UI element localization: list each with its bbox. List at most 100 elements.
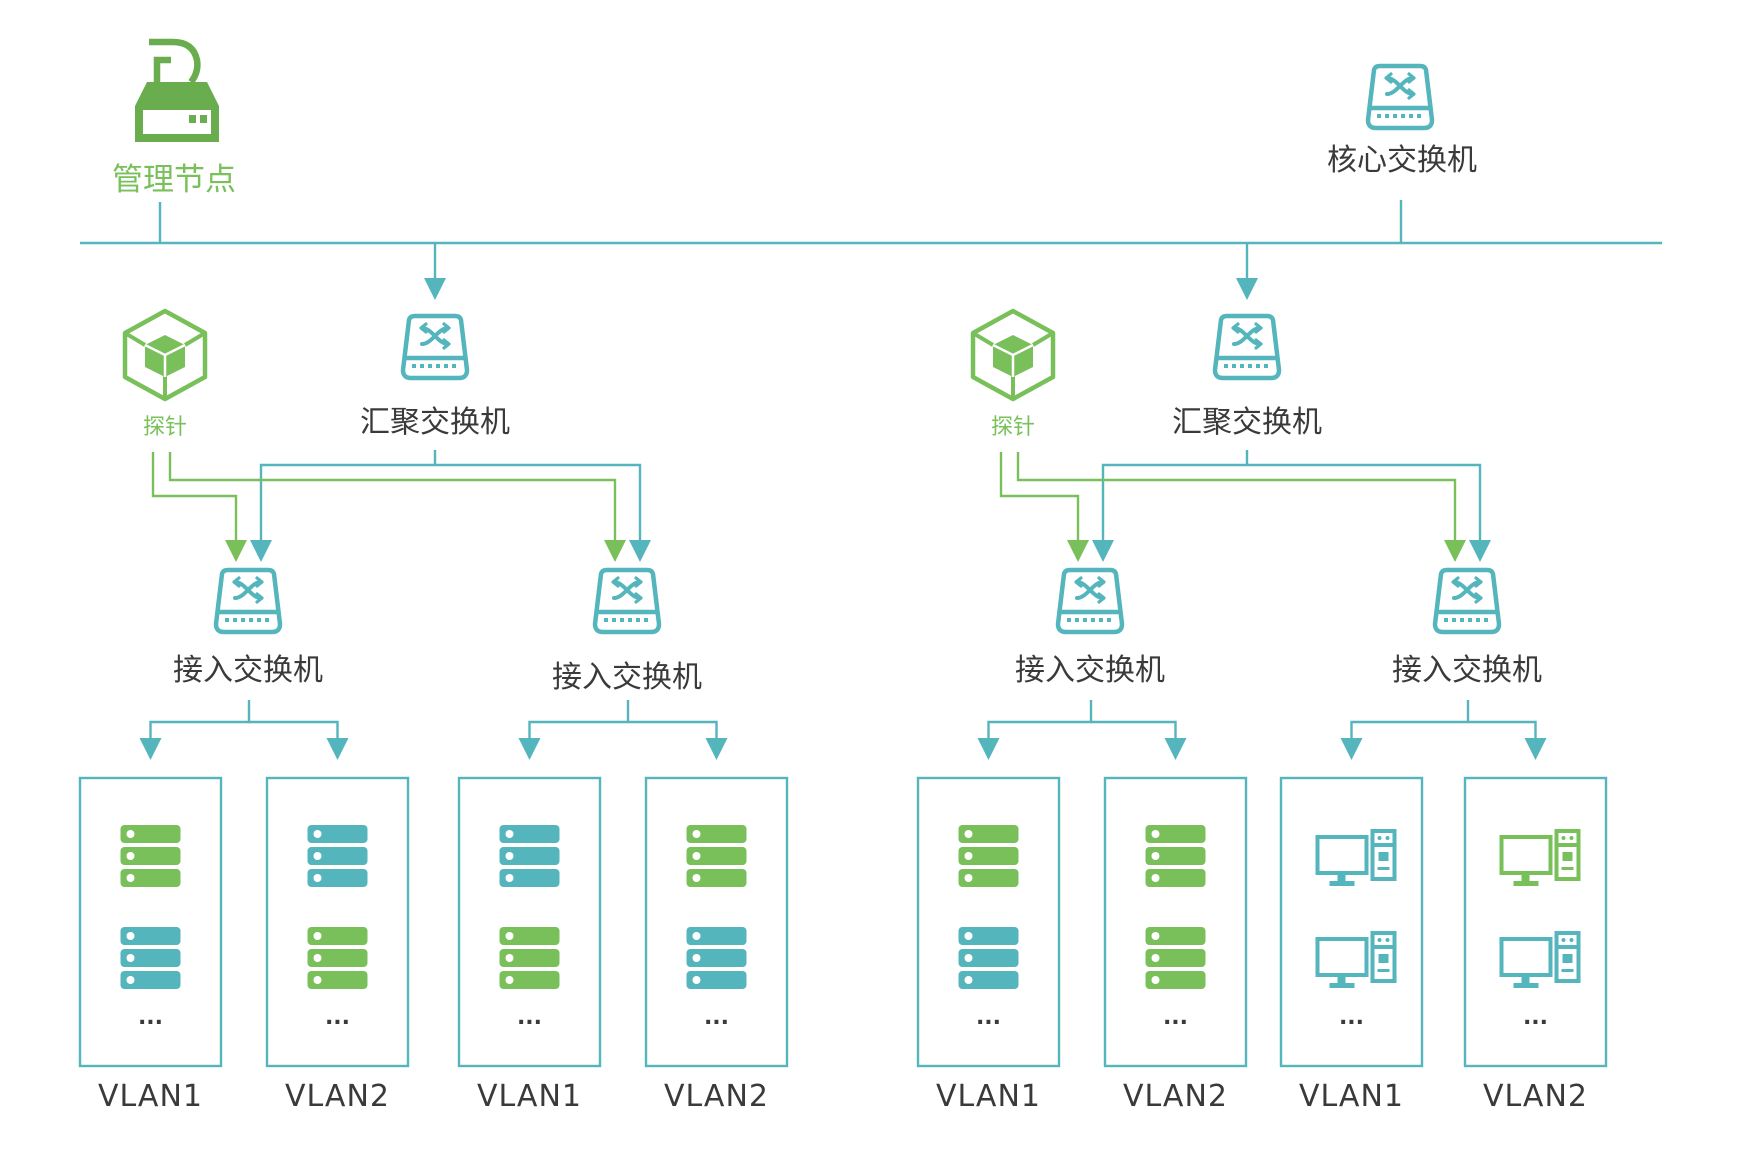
core-switch-icon[interactable] [1368, 66, 1432, 128]
nodes: 管理节点核心交换机汇聚交换机探针接入交换机...VLAN1...VLAN2接入交… [78, 42, 1608, 1114]
vlan-label: VLAN1 [1299, 1079, 1404, 1114]
server-unit [120, 949, 181, 967]
access-switch-icon[interactable] [1058, 570, 1122, 632]
arrow-down-icon [1092, 540, 1114, 562]
server-icon[interactable] [686, 927, 747, 989]
server-led [964, 874, 973, 882]
tower-led [1569, 836, 1574, 840]
server-icon[interactable] [307, 927, 368, 989]
arrow-down-icon [326, 738, 349, 760]
desktop-pc-icon[interactable] [1315, 931, 1397, 988]
vlan-label: VLAN2 [1483, 1079, 1588, 1114]
probe-cube-icon[interactable] [973, 311, 1053, 399]
vlan-box[interactable]: ... [916, 776, 1061, 1068]
management-node-label: 管理节点 [112, 162, 236, 198]
tower-frame [1554, 931, 1581, 983]
vlan-box[interactable]: ... [1279, 776, 1424, 1068]
more-devices-ellipsis: ... [1339, 1005, 1364, 1030]
server-led [1151, 830, 1160, 838]
server-unit [499, 949, 560, 967]
vlan-box[interactable]: ... [457, 776, 602, 1068]
server-icon[interactable] [499, 825, 560, 887]
vlan-box[interactable]: ... [644, 776, 789, 1068]
server-unit [499, 971, 560, 989]
server-icon[interactable] [1145, 825, 1206, 887]
server-led [505, 852, 514, 860]
server-led [313, 830, 322, 838]
server-icon[interactable] [307, 825, 368, 887]
server-led [692, 932, 701, 940]
server-led [313, 932, 322, 940]
vlan-box[interactable]: ... [1103, 776, 1248, 1068]
server-led [505, 830, 514, 838]
tower-led [1377, 836, 1382, 840]
server-led [692, 954, 701, 962]
arrow-down-icon [1164, 738, 1187, 760]
server-led [964, 932, 973, 940]
server-unit [1145, 825, 1206, 843]
tower-slot [1561, 867, 1574, 870]
arrow-down-icon [424, 278, 446, 300]
aggregation-switch-icon[interactable] [403, 316, 467, 378]
arrow-down-icon [977, 738, 1000, 760]
access-switch-label: 接入交换机 [1392, 653, 1542, 688]
access-switch-icon[interactable] [1435, 570, 1499, 632]
server-icon[interactable] [120, 825, 181, 887]
server-led [1151, 976, 1160, 984]
monitor-base [1513, 881, 1539, 886]
vlan-box[interactable]: ... [265, 776, 410, 1068]
arrow-down-icon [1067, 540, 1089, 562]
arrow-down-icon [225, 540, 247, 562]
server-led [126, 830, 135, 838]
server-led [126, 954, 135, 962]
tower-drive [1378, 954, 1389, 963]
vlan-label: VLAN1 [98, 1079, 203, 1114]
desktop-pc-icon[interactable] [1499, 829, 1581, 886]
server-led [505, 932, 514, 940]
server-unit [307, 927, 368, 945]
server-icon[interactable] [499, 927, 560, 989]
tower-led [1561, 836, 1566, 840]
probe-mirror-link [168, 452, 617, 540]
access-switch-label: 接入交换机 [1015, 653, 1165, 688]
server-led [964, 852, 973, 860]
tower-led [1385, 938, 1390, 942]
desktop-pc-icon[interactable] [1315, 829, 1397, 886]
tower-led [1377, 938, 1382, 942]
tower-drive [1562, 954, 1573, 963]
more-devices-ellipsis: ... [138, 1005, 163, 1030]
monitor-base [1329, 881, 1355, 886]
arrow-down-icon [604, 540, 626, 562]
server-icon[interactable] [1145, 927, 1206, 989]
server-icon[interactable] [120, 927, 181, 989]
server-icon[interactable] [958, 927, 1019, 989]
vlan-box[interactable]: ... [78, 776, 223, 1068]
access-switch-icon[interactable] [216, 570, 280, 632]
arrow-down-icon [518, 738, 541, 760]
server-unit [686, 927, 747, 945]
server-unit [307, 949, 368, 967]
vlan-box[interactable]: ... [1463, 776, 1608, 1068]
access-switch-icon[interactable] [595, 570, 659, 632]
tower-led [1385, 836, 1390, 840]
arrow-down-icon [1236, 278, 1258, 300]
tower-slot [1561, 969, 1574, 972]
vlan-label: VLAN2 [664, 1079, 769, 1114]
connection-lines [80, 200, 1662, 760]
vlan-box-frame [1279, 776, 1424, 1068]
probe-cube-icon[interactable] [125, 311, 205, 399]
arrow-down-icon [1340, 738, 1363, 760]
vlan-box-frame [1463, 776, 1608, 1068]
server-unit [1145, 927, 1206, 945]
server-icon[interactable] [686, 825, 747, 887]
desktop-pc-icon[interactable] [1499, 931, 1581, 988]
server-unit [120, 971, 181, 989]
server-unit [307, 847, 368, 865]
server-icon[interactable] [958, 825, 1019, 887]
server-unit [1145, 949, 1206, 967]
vlan-label: VLAN2 [1123, 1079, 1228, 1114]
management-node-icon[interactable] [135, 42, 219, 142]
more-devices-ellipsis: ... [976, 1005, 1001, 1030]
aggregation-switch-icon[interactable] [1215, 316, 1279, 378]
server-led [126, 976, 135, 984]
